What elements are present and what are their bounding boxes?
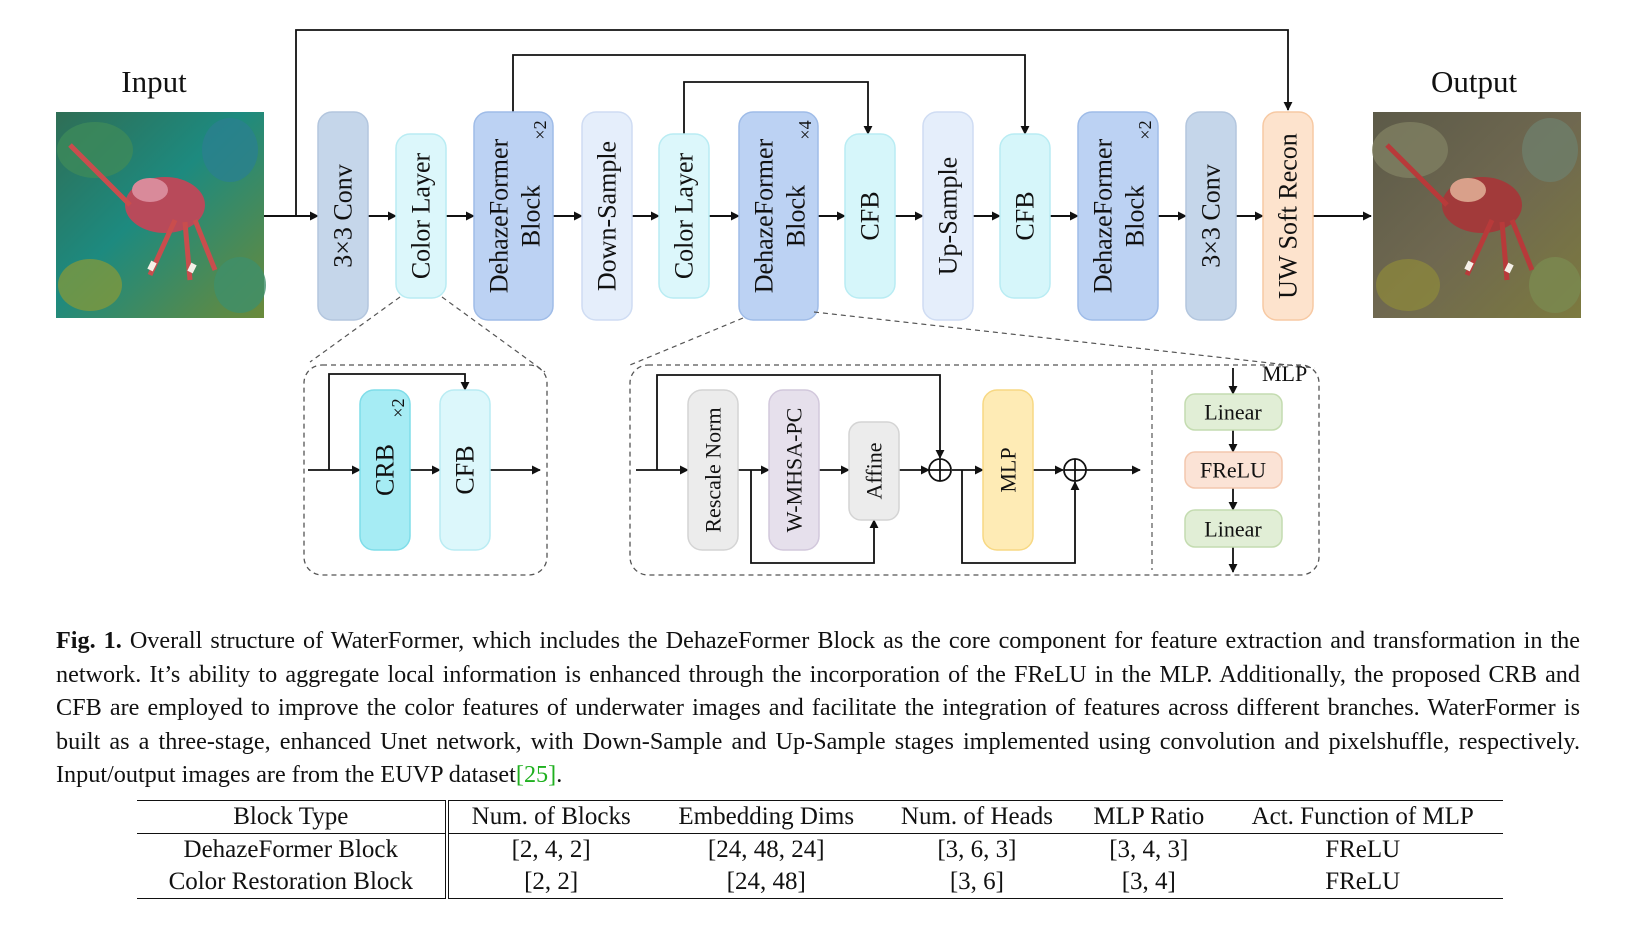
dehazeformer-block-1-label-a: DehazeFormer [485, 138, 514, 293]
table-cell: [3, 4] [1121, 868, 1176, 895]
cfb-detail-block [439, 389, 491, 551]
table-header-row: Block Type Num. of Blocks Embedding Dims… [137, 800, 1503, 834]
table-cell: DehazeFormer Block [137, 833, 449, 866]
crb-block [359, 389, 411, 551]
add-node-2 [1063, 458, 1087, 482]
rescale-norm-label: Rescale Norm [701, 407, 726, 532]
linear-block-2-label: Linear [1204, 517, 1262, 542]
uw-soft-recon-label: UW Soft Recon [1274, 133, 1303, 299]
table-row: DehazeFormer Block [2, 4, 2] [24, 48, 24… [137, 833, 1503, 866]
wmhsa-label: W-MHSA-PC [782, 408, 807, 533]
conv-block-1-label: 3×3 Conv [329, 164, 358, 268]
dehazeformer-block-2-label-a: DehazeFormer [750, 138, 779, 293]
color-layer-1-label: Color Layer [407, 152, 436, 279]
table-header-embedding-dims: Embedding Dims [678, 803, 855, 830]
table-cell: FReLU [1325, 836, 1401, 863]
cfb-block-1 [844, 133, 896, 299]
mlp-detail-title: MLP [1262, 361, 1307, 386]
table-cell: [24, 48] [726, 868, 806, 895]
down-sample-block [581, 111, 633, 321]
table-cell: Color Restoration Block [137, 866, 449, 899]
output-image [1372, 112, 1581, 318]
color-layer-1 [395, 133, 447, 299]
down-sample-label: Down-Sample [593, 141, 622, 291]
dehazeformer-block-1 [473, 111, 554, 321]
figure-caption: Fig. 1. Overall structure of WaterFormer… [56, 624, 1580, 792]
dehazeformer-block-2 [738, 111, 819, 321]
dehazeformer-block-1-label-b: Block [517, 185, 546, 247]
crb-label: CRB [371, 444, 400, 496]
frelu-block-label: FReLU [1200, 458, 1266, 483]
output-label: Output [1431, 64, 1518, 99]
table-cell: [3, 4, 3] [1109, 836, 1189, 863]
dehazeformer-block-3-label-b: Block [1121, 185, 1150, 247]
dehazeformer-block-1-mult: ×2 [530, 120, 550, 139]
cfb-block-2 [999, 133, 1051, 299]
table-header-num-blocks: Num. of Blocks [471, 803, 631, 830]
rescale-norm-block [687, 389, 739, 551]
architecture-diagram: Input Output [56, 29, 1581, 576]
dehazeformer-block-3 [1077, 111, 1159, 321]
dehazeformer-block-2-label-b: Block [782, 185, 811, 247]
input-label: Input [121, 64, 187, 99]
caption-end: . [556, 761, 563, 789]
wmhsa-block [768, 389, 820, 551]
dehazeformer-block-3-label-a: DehazeFormer [1089, 138, 1118, 293]
cfb-block-1-label: CFB [856, 191, 885, 240]
linear-block-1-label: Linear [1204, 400, 1262, 425]
mlp-block [982, 389, 1034, 551]
table-header-num-heads: Num. of Heads [900, 803, 1053, 830]
table-row: Color Restoration Block [2, 2] [24, 48] … [137, 866, 1503, 899]
dehazeformer-block-3-mult: ×2 [1135, 120, 1155, 139]
linear-block-1 [1184, 393, 1283, 431]
citation-link[interactable]: [25] [515, 761, 557, 789]
table-cell: FReLU [1325, 868, 1401, 895]
table-cell: [3, 6] [949, 868, 1004, 895]
figure-label: Fig. 1. [56, 627, 122, 655]
color-layer-2 [658, 133, 710, 299]
add-node-1 [928, 458, 952, 482]
up-sample-block [922, 111, 974, 321]
hyperparameter-table: Block Type Num. of Blocks Embedding Dims… [137, 800, 1503, 899]
color-layer-2-label: Color Layer [670, 152, 699, 279]
table-header-act-function: Act. Function of MLP [1251, 803, 1474, 830]
conv-block-2 [1185, 111, 1237, 321]
dehazeformer-detail-box [629, 364, 1320, 576]
crb-mult: ×2 [388, 398, 408, 417]
table-cell: [24, 48, 24] [707, 836, 825, 863]
mlp-label: MLP [996, 447, 1021, 492]
table-cell: [3, 6, 3] [937, 836, 1017, 863]
table-header-block-type: Block Type [137, 800, 449, 834]
table-cell: [2, 2] [524, 868, 579, 895]
up-sample-label: Up-Sample [934, 157, 963, 275]
dehazeformer-block-2-mult: ×4 [795, 120, 815, 139]
conv-block-1 [317, 111, 369, 321]
affine-label: Affine [862, 442, 887, 499]
color-layer-detail-box [303, 364, 548, 576]
input-image [56, 112, 266, 318]
caption-text: Overall structure of WaterFormer, which … [56, 627, 1580, 789]
table-header-mlp-ratio: MLP Ratio [1093, 803, 1205, 830]
table-cell: [2, 4, 2] [511, 836, 591, 863]
cfb-detail-label: CFB [451, 445, 480, 494]
conv-block-2-label: 3×3 Conv [1197, 164, 1226, 268]
frelu-block [1184, 451, 1283, 489]
uw-soft-recon-block [1262, 111, 1314, 321]
affine-block [848, 421, 900, 521]
cfb-block-2-label: CFB [1011, 191, 1040, 240]
linear-block-2 [1184, 509, 1283, 548]
